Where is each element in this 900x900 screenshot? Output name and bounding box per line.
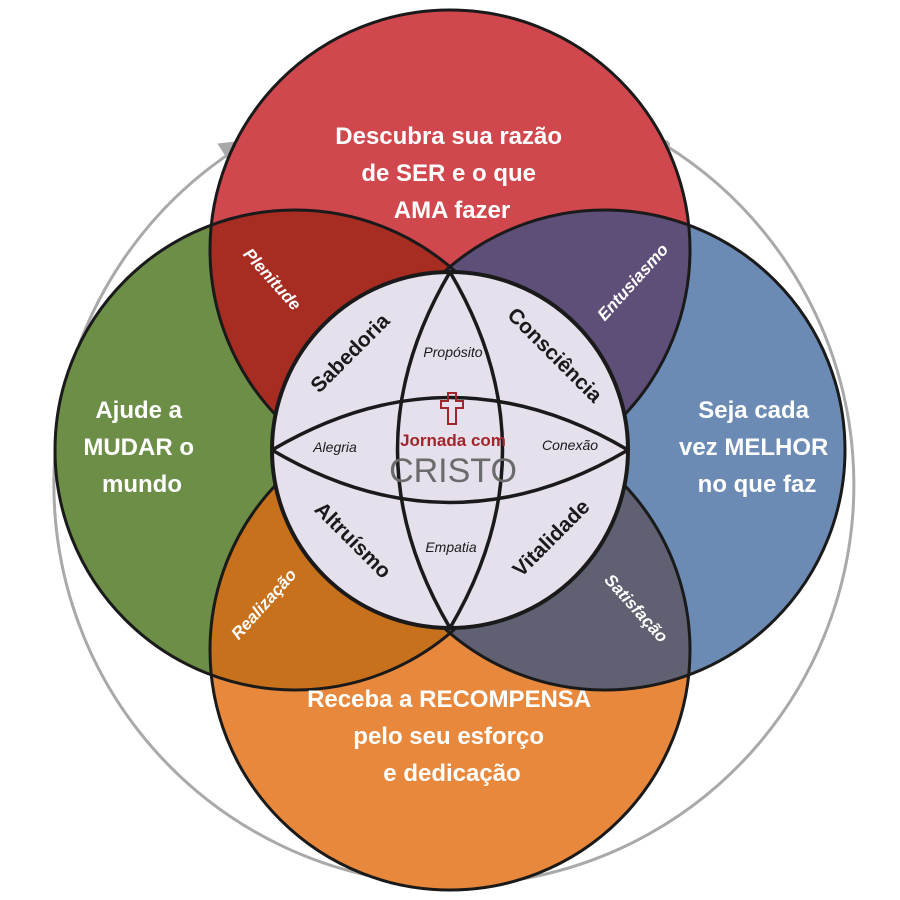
center-lens-lines (271, 271, 629, 629)
inner-small-proposito: Propósito (423, 344, 482, 360)
right-circle-text: Seja cada vez MELHOR no que faz (679, 397, 835, 498)
center-title: Jornada com (400, 431, 506, 450)
inner-small-empatia: Empatia (425, 539, 477, 555)
bottom-circle-text: Receba a RECOMPENSA pelo seu esforço e d… (307, 686, 597, 787)
inner-small-alegria: Alegria (312, 439, 357, 455)
left-circle-text: Ajude a MUDAR o mundo (83, 397, 200, 498)
top-circle-text: Descubra sua razão de SER e o que AMA fa… (335, 123, 568, 224)
inner-small-conexao: Conexão (542, 437, 598, 453)
cross-icon (440, 392, 464, 425)
center-subtitle: CRISTO (389, 452, 517, 490)
